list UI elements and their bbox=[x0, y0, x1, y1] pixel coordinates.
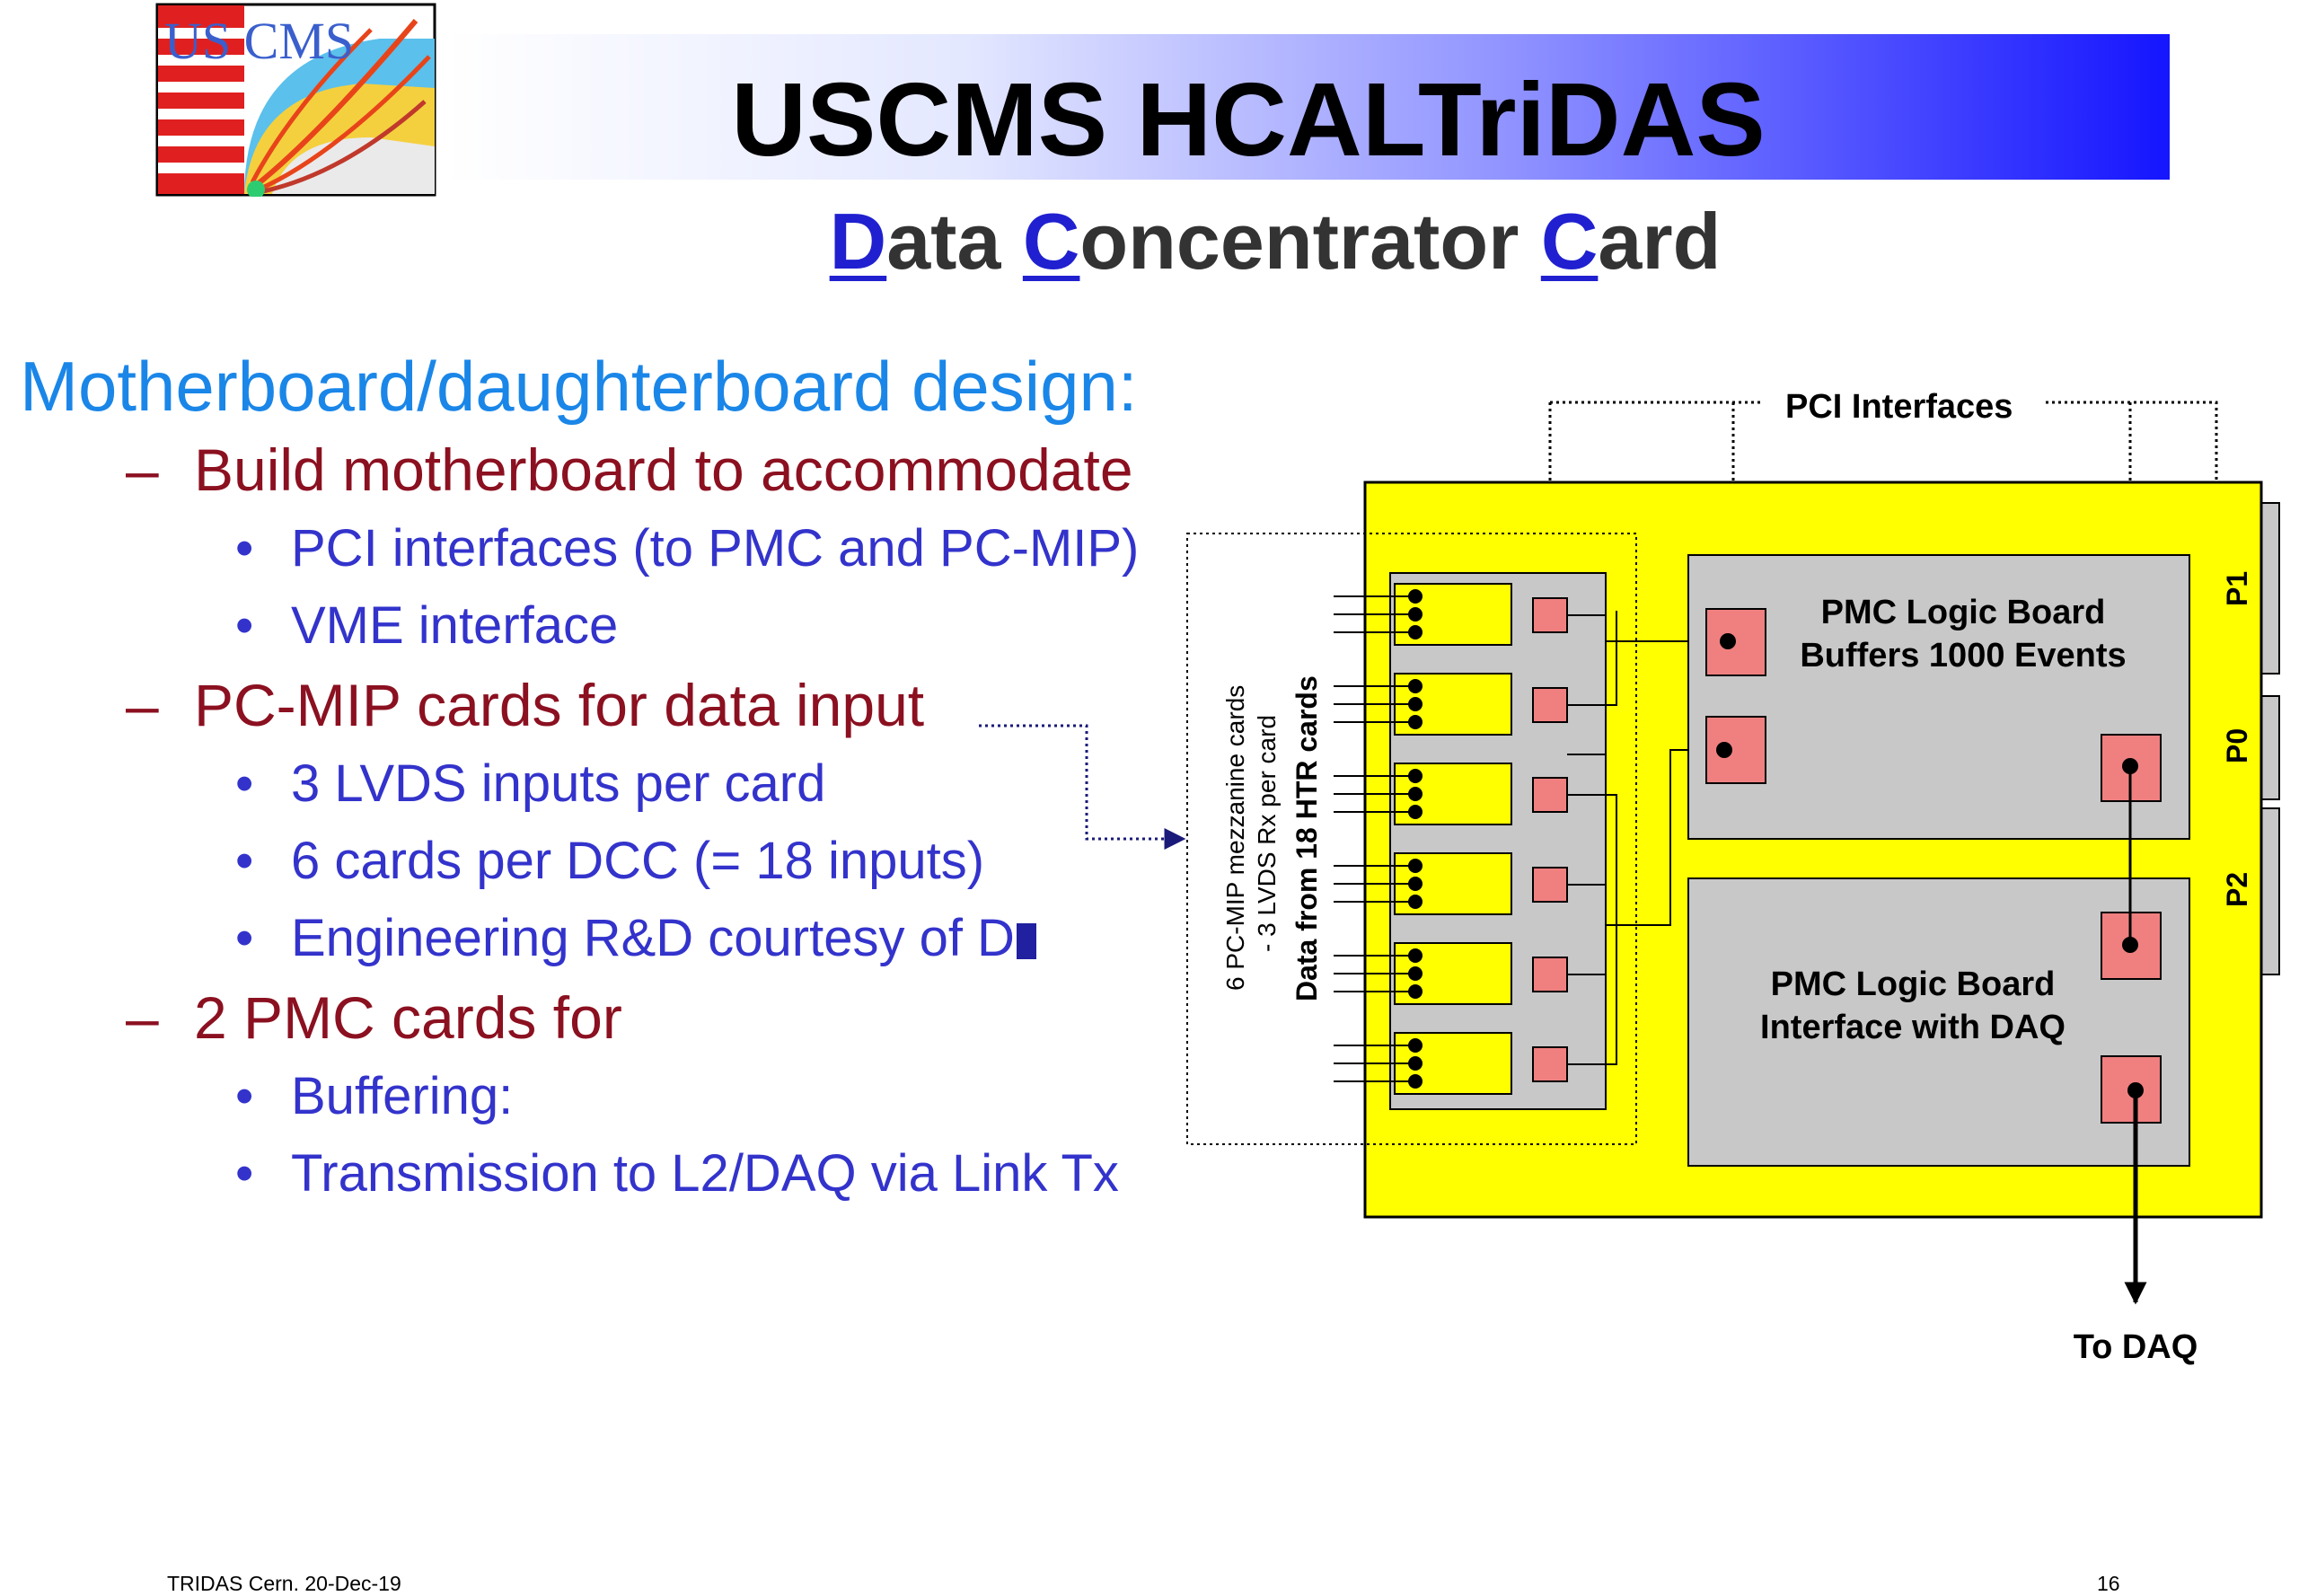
sub-bullet-text: Buffering: bbox=[291, 1067, 514, 1125]
bullet-item: –PC-MIP cards for data input bbox=[126, 665, 1205, 745]
dash-marker: – bbox=[126, 984, 159, 1051]
dash-marker: – bbox=[126, 436, 159, 503]
title-banner bbox=[445, 34, 2170, 180]
connector-p2 bbox=[2260, 807, 2280, 975]
sub-bullet-item: • Transmission to L2/DAQ via Link Tx bbox=[235, 1135, 1205, 1212]
p2-label: P2 bbox=[2221, 872, 2253, 907]
footer-left: TRIDAS Cern. 20-Dec-19 bbox=[167, 1572, 401, 1595]
bullet-marker: • bbox=[235, 519, 254, 578]
bullet-marker: • bbox=[235, 832, 254, 890]
sub-bullet-text: 6 cards per DCC (= 18 inputs) bbox=[291, 832, 985, 890]
slide-number: 16 bbox=[2097, 1572, 2120, 1595]
p1-label: P1 bbox=[2221, 571, 2253, 606]
dash-marker: – bbox=[126, 672, 159, 738]
sub-bullet-item: • Engineering R&D courtesy of D bbox=[235, 900, 1205, 977]
mezzanine-carrier bbox=[1389, 572, 1607, 1110]
connector-p1 bbox=[2260, 502, 2280, 675]
sub-bullet-item: • 3 LVDS inputs per card bbox=[235, 745, 1205, 823]
pcmip-card bbox=[1334, 673, 1568, 736]
sub-bullet-item: • 6 cards per DCC (= 18 inputs) bbox=[235, 823, 1205, 900]
bullet-list: Motherboard/daughterboard design: –Build… bbox=[20, 341, 1205, 1212]
subtitle-oncentrator: oncentrator bbox=[1079, 197, 1541, 286]
pci-bus-lines bbox=[1567, 611, 1724, 1065]
bullet-marker: • bbox=[235, 1144, 254, 1203]
sub-bullet-text: 3 LVDS inputs per card bbox=[291, 754, 826, 813]
pmc1-line1: PMC Logic Board bbox=[1821, 594, 2106, 631]
bullet-marker: • bbox=[235, 1067, 254, 1125]
page-subtitle: Data Concentrator Card bbox=[126, 196, 2299, 287]
bullet-item: –2 PMC cards for bbox=[126, 977, 1205, 1058]
subtitle-ata: ata bbox=[886, 197, 1023, 286]
page-title: USCMS HCALTriDAS bbox=[731, 61, 1766, 178]
pcmip-card bbox=[1334, 763, 1568, 825]
pcmip-cards bbox=[1334, 583, 1568, 1095]
subtitle-d: D bbox=[829, 197, 887, 286]
sub-bullet-text: Transmission to L2/DAQ via Link Tx bbox=[291, 1144, 1119, 1203]
bullet-text: 2 PMC cards for bbox=[194, 984, 622, 1051]
bullet-text: PC-MIP cards for data input bbox=[194, 672, 925, 738]
mezzanine-region bbox=[1186, 533, 1637, 1145]
bullet-marker: • bbox=[235, 754, 254, 813]
pcmip-card bbox=[1334, 583, 1568, 646]
edge-connectors bbox=[2260, 502, 2280, 975]
pci-interfaces-label: PCI Interfaces bbox=[1785, 388, 2013, 426]
bullet-heading: Motherboard/daughterboard design: bbox=[20, 347, 1138, 426]
logo-text: US CMS bbox=[164, 12, 354, 70]
pcmip-card bbox=[1334, 942, 1568, 1005]
sub-bullet-item: • Buffering: bbox=[235, 1058, 1205, 1135]
logo-detector-art bbox=[244, 19, 435, 197]
p0-label: P0 bbox=[2221, 728, 2253, 763]
uscms-logo: US CMS bbox=[155, 3, 436, 197]
bullet-marker: • bbox=[235, 596, 254, 655]
to-daq-label: To DAQ bbox=[2074, 1328, 2198, 1366]
pmc2-line1: PMC Logic Board bbox=[1771, 966, 2056, 1003]
connector-p0 bbox=[2260, 695, 2280, 800]
mezzanine-label: 6 PC-MIP mezzanine cards bbox=[1221, 685, 1249, 991]
htr-data-label: Data from 18 HTR cards bbox=[1290, 675, 1323, 1001]
sub-bullet-text: PCI interfaces (to PMC and PC-MIP) bbox=[291, 519, 1140, 578]
subtitle-c2: C bbox=[1540, 197, 1599, 286]
logo-stripes bbox=[158, 5, 244, 194]
missing-glyph-icon bbox=[1016, 923, 1036, 959]
sub-bullet-item: • PCI interfaces (to PMC and PC-MIP) bbox=[235, 510, 1205, 587]
bullet-pointer bbox=[979, 724, 1186, 850]
lvds-rx-label: - 3 LVDS Rx per card bbox=[1253, 715, 1281, 952]
subtitle-c1: C bbox=[1022, 197, 1080, 286]
sub-bullet-text: VME interface bbox=[291, 596, 619, 655]
pmc2-line2: Interface with DAQ bbox=[1760, 1009, 2066, 1046]
bullet-marker: • bbox=[235, 909, 254, 967]
pcmip-card bbox=[1334, 1032, 1568, 1095]
sub-bullet-text: Engineering R&D courtesy of D bbox=[291, 909, 1015, 967]
pmc1-line2: Buffers 1000 Events bbox=[1800, 637, 2126, 675]
bullet-text: Build motherboard to accommodate bbox=[194, 436, 1133, 503]
pcmip-card bbox=[1334, 852, 1568, 915]
subtitle-ard: ard bbox=[1598, 197, 1722, 286]
sub-bullet-item: • VME interface bbox=[235, 587, 1205, 665]
bullet-item: –Build motherboard to accommodate bbox=[126, 429, 1205, 510]
